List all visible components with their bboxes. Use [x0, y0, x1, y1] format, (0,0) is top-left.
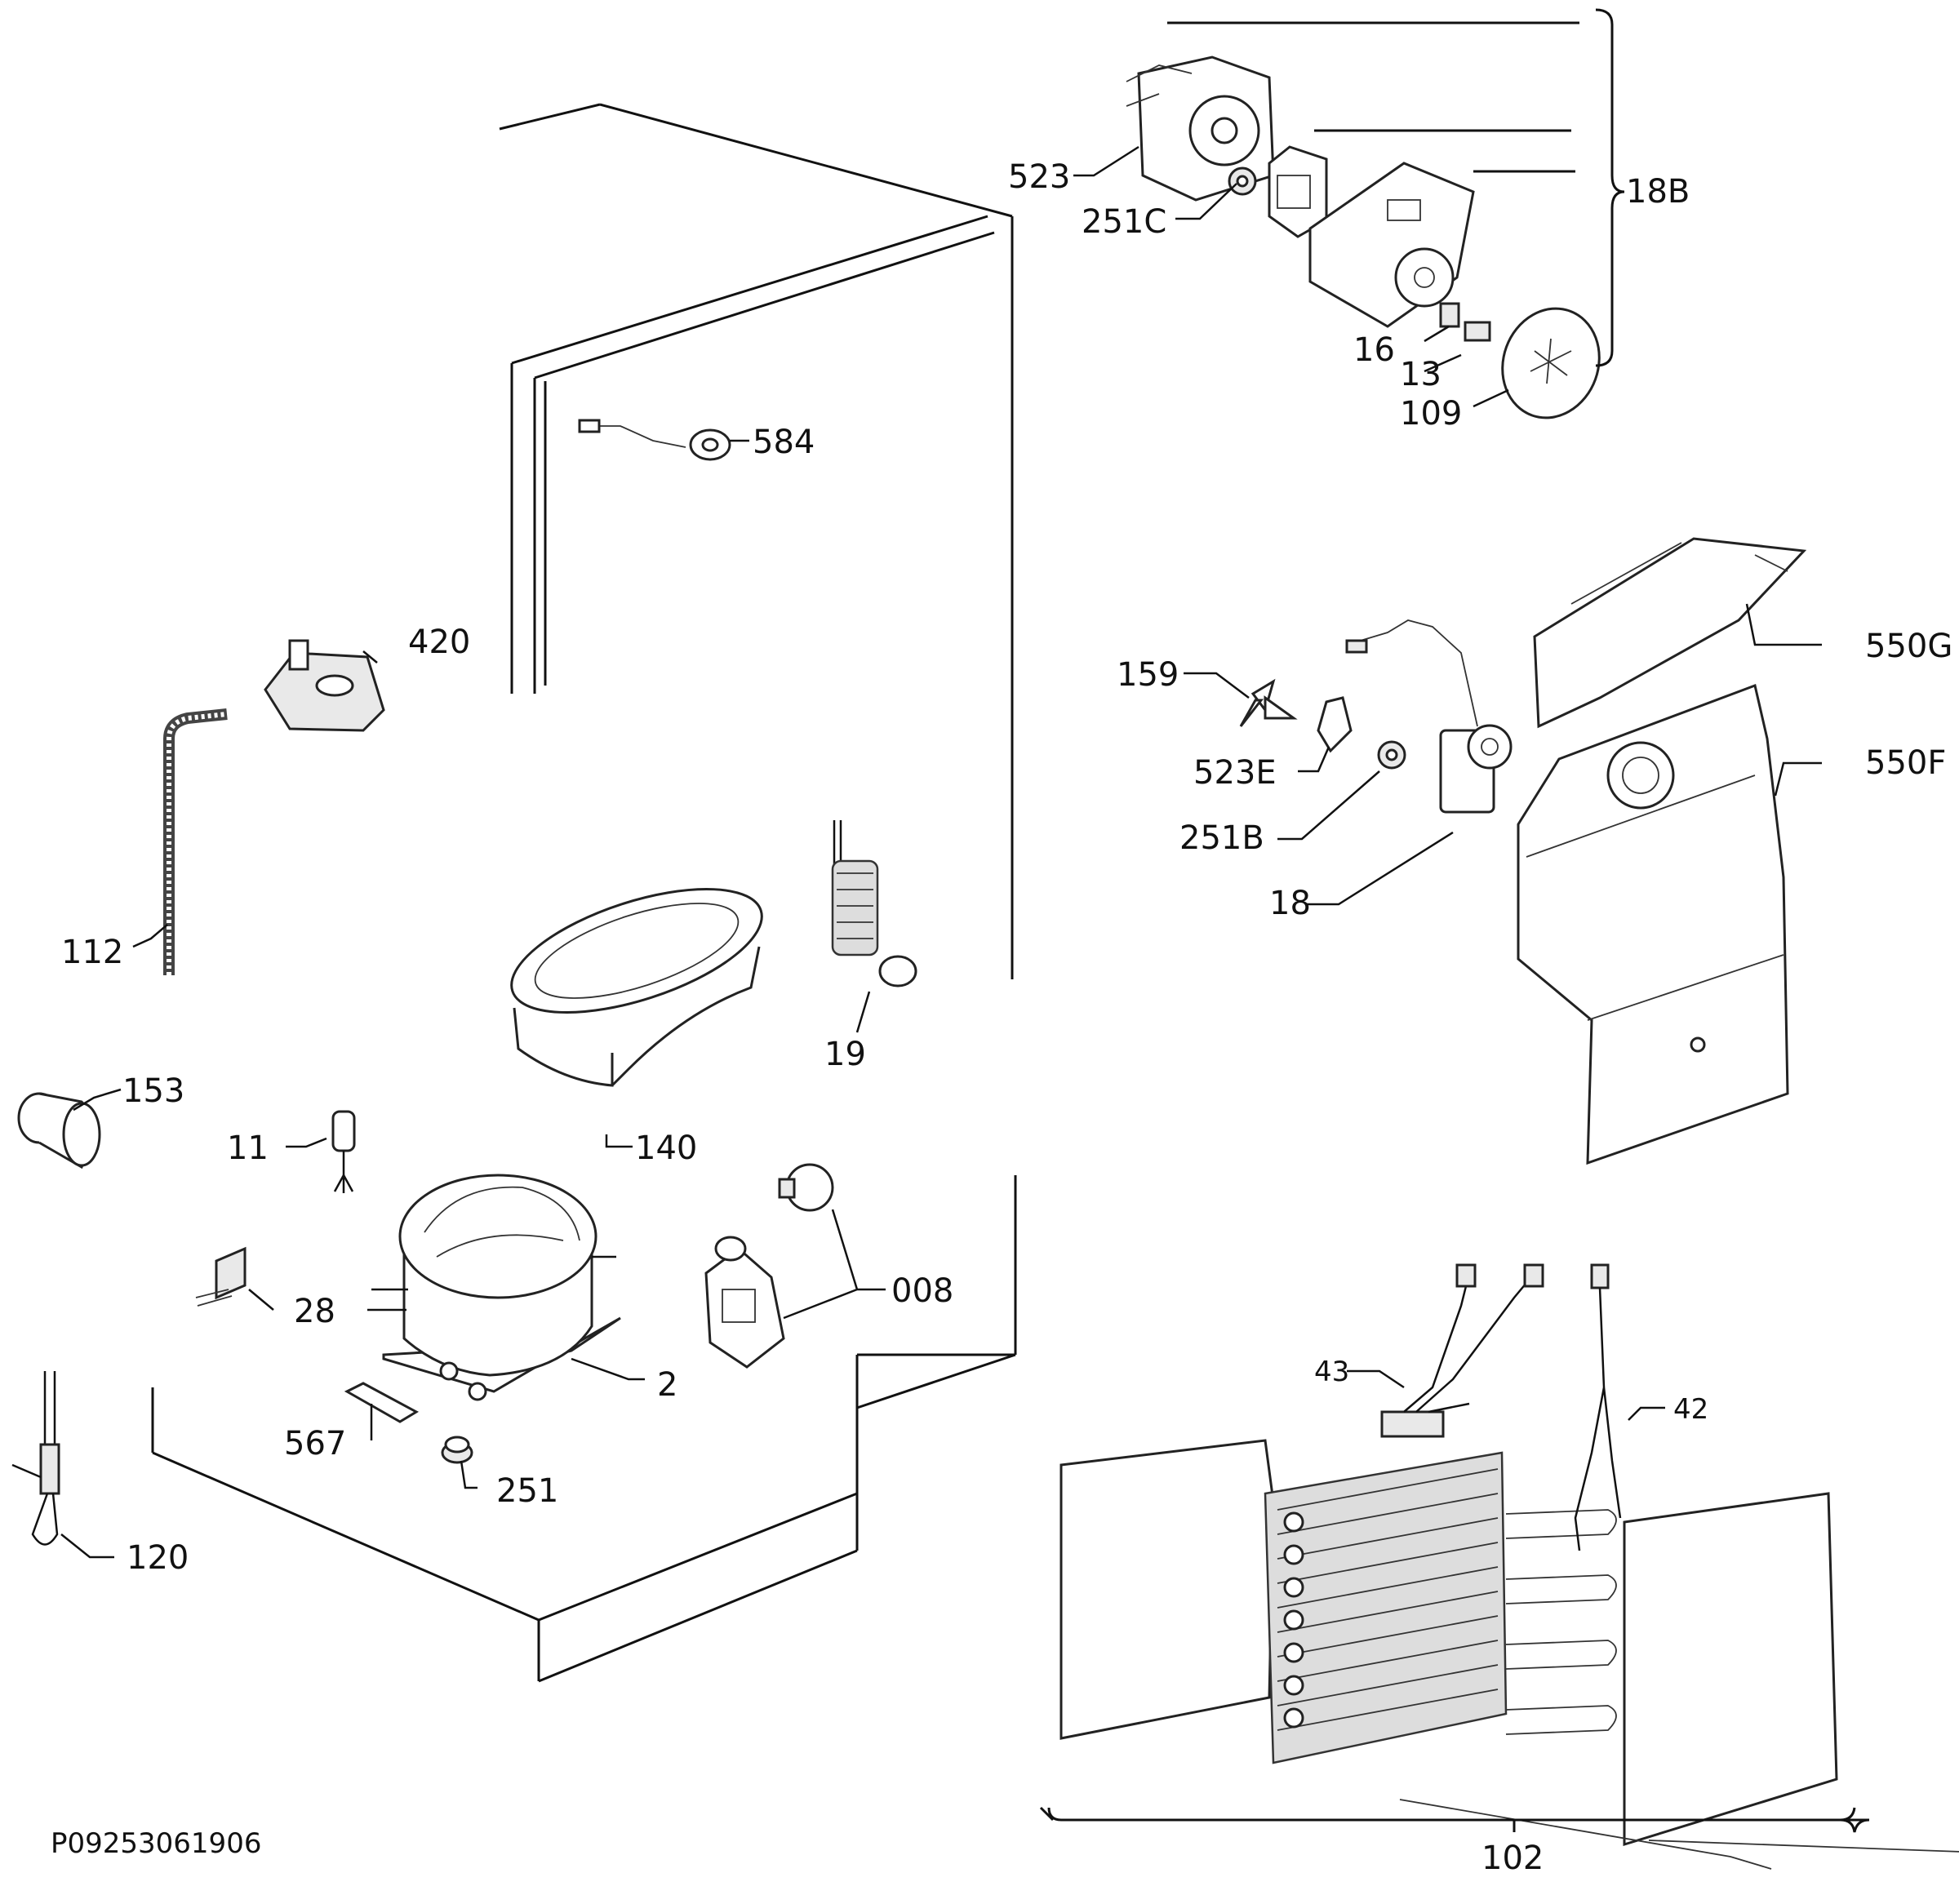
label-584: 584	[753, 424, 815, 461]
part-584-sensor	[578, 419, 749, 461]
label-420: 420	[408, 624, 470, 661]
part-420-lamp-holder	[264, 639, 385, 732]
part-11-drier	[331, 1110, 356, 1193]
part-43-wiring	[1380, 1263, 1544, 1438]
part-18-fan-motor	[1345, 619, 1513, 814]
part-16-connector	[1439, 302, 1460, 328]
part-251-nut	[441, 1436, 473, 1464]
label-567: 567	[284, 1425, 346, 1462]
part-550F-back-panel	[1517, 683, 1789, 1165]
label-251B: 251B	[1179, 819, 1264, 857]
label-13: 13	[1400, 356, 1441, 393]
label-523: 523	[1008, 158, 1070, 196]
label-008: 008	[891, 1272, 953, 1310]
label-28: 28	[294, 1293, 335, 1330]
label-43: 43	[1314, 1356, 1349, 1388]
label-251: 251	[496, 1472, 558, 1510]
part-28-bracket	[195, 1246, 247, 1307]
bracket-102	[1039, 1806, 1870, 1833]
label-16: 16	[1353, 331, 1395, 369]
label-2: 2	[657, 1366, 677, 1404]
part-159-fan-blade	[1239, 678, 1298, 727]
part-567-plate	[344, 1382, 420, 1423]
cabinet-outline	[151, 103, 1017, 1683]
part-523E-bracket	[1317, 696, 1353, 753]
label-102: 102	[1481, 1840, 1544, 1877]
label-18B: 18B	[1626, 173, 1690, 211]
part-19-heater	[831, 820, 917, 988]
label-112: 112	[61, 934, 123, 971]
part-008-relay	[778, 1163, 834, 1212]
part-labels: 523 251C 18B 16 13 109 584 420 112 550G …	[51, 158, 1952, 1877]
part-251C-gear	[1228, 166, 1257, 196]
part-18B-bracket	[1308, 162, 1475, 328]
part-523-fan-housing	[1126, 55, 1275, 202]
part-120-cable	[11, 1371, 60, 1546]
label-550G: 550G	[1865, 628, 1952, 665]
label-11: 11	[227, 1130, 269, 1167]
label-19: 19	[824, 1036, 866, 1073]
part-102-evaporator	[1059, 1439, 1959, 1870]
part-008-starter	[704, 1236, 785, 1369]
bracket-102-right	[1840, 1807, 1856, 1822]
label-251C: 251C	[1082, 203, 1166, 241]
part-140-tray	[510, 887, 763, 1087]
label-120: 120	[127, 1539, 189, 1577]
part-2-compressor	[367, 1174, 621, 1401]
part-112-drain-tube	[163, 708, 228, 975]
label-140: 140	[635, 1130, 697, 1167]
part-153-grommet	[17, 1092, 101, 1169]
part-109-fan-cover	[1501, 307, 1601, 419]
label-159: 159	[1117, 656, 1179, 694]
diagram-code: P09253061906	[51, 1827, 261, 1860]
label-153: 153	[122, 1072, 184, 1110]
part-42-heater-wire	[1574, 1263, 1622, 1551]
leader-lines	[60, 145, 1822, 1559]
part-550G-duct-cover	[1533, 537, 1807, 729]
label-523E: 523E	[1193, 754, 1277, 792]
label-109: 109	[1400, 395, 1462, 433]
label-42: 42	[1673, 1393, 1708, 1426]
label-18: 18	[1269, 885, 1311, 922]
part-13-clip	[1464, 321, 1491, 342]
part-251B-gear	[1377, 740, 1406, 770]
label-550F: 550F	[1865, 744, 1946, 782]
